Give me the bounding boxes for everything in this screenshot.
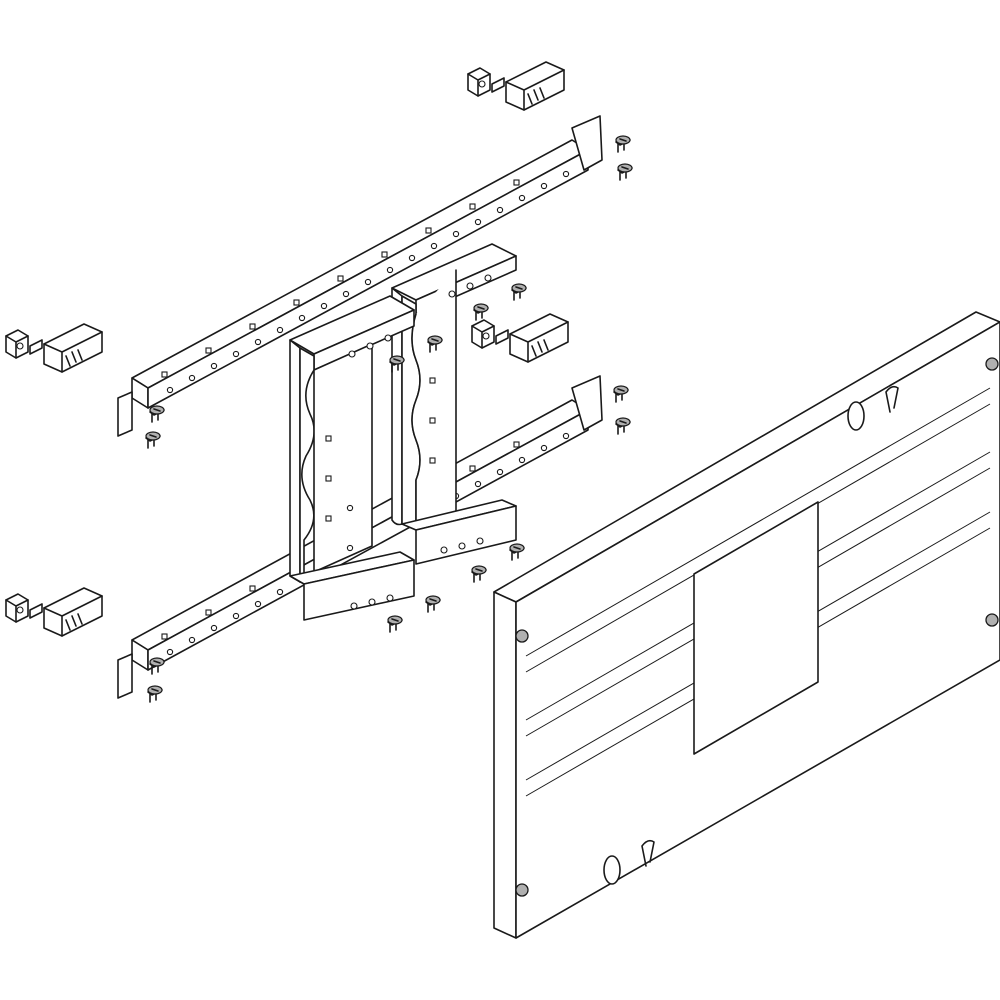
front-cover-panel: [493, 311, 1000, 939]
rail-hole-row: [161, 170, 570, 394]
front-vertical-bracket: [289, 295, 415, 621]
panel-screw-heads: [515, 357, 999, 897]
rail-hole-row: [161, 432, 570, 656]
rear-vertical-bracket: [391, 243, 517, 565]
clamp-block-left-upper: [5, 323, 103, 373]
device-cutout-window: [693, 501, 819, 755]
clamp-block-left-lower: [5, 587, 103, 637]
clamp-block-middle: [471, 313, 569, 363]
bracket-holes: [429, 274, 492, 554]
panel-latch-bottom: [603, 839, 655, 885]
top-mounting-rail: [117, 115, 603, 437]
clamp-block-top-right: [467, 61, 565, 111]
panel-latch-top: [847, 385, 899, 431]
bracket-holes: [325, 334, 394, 610]
